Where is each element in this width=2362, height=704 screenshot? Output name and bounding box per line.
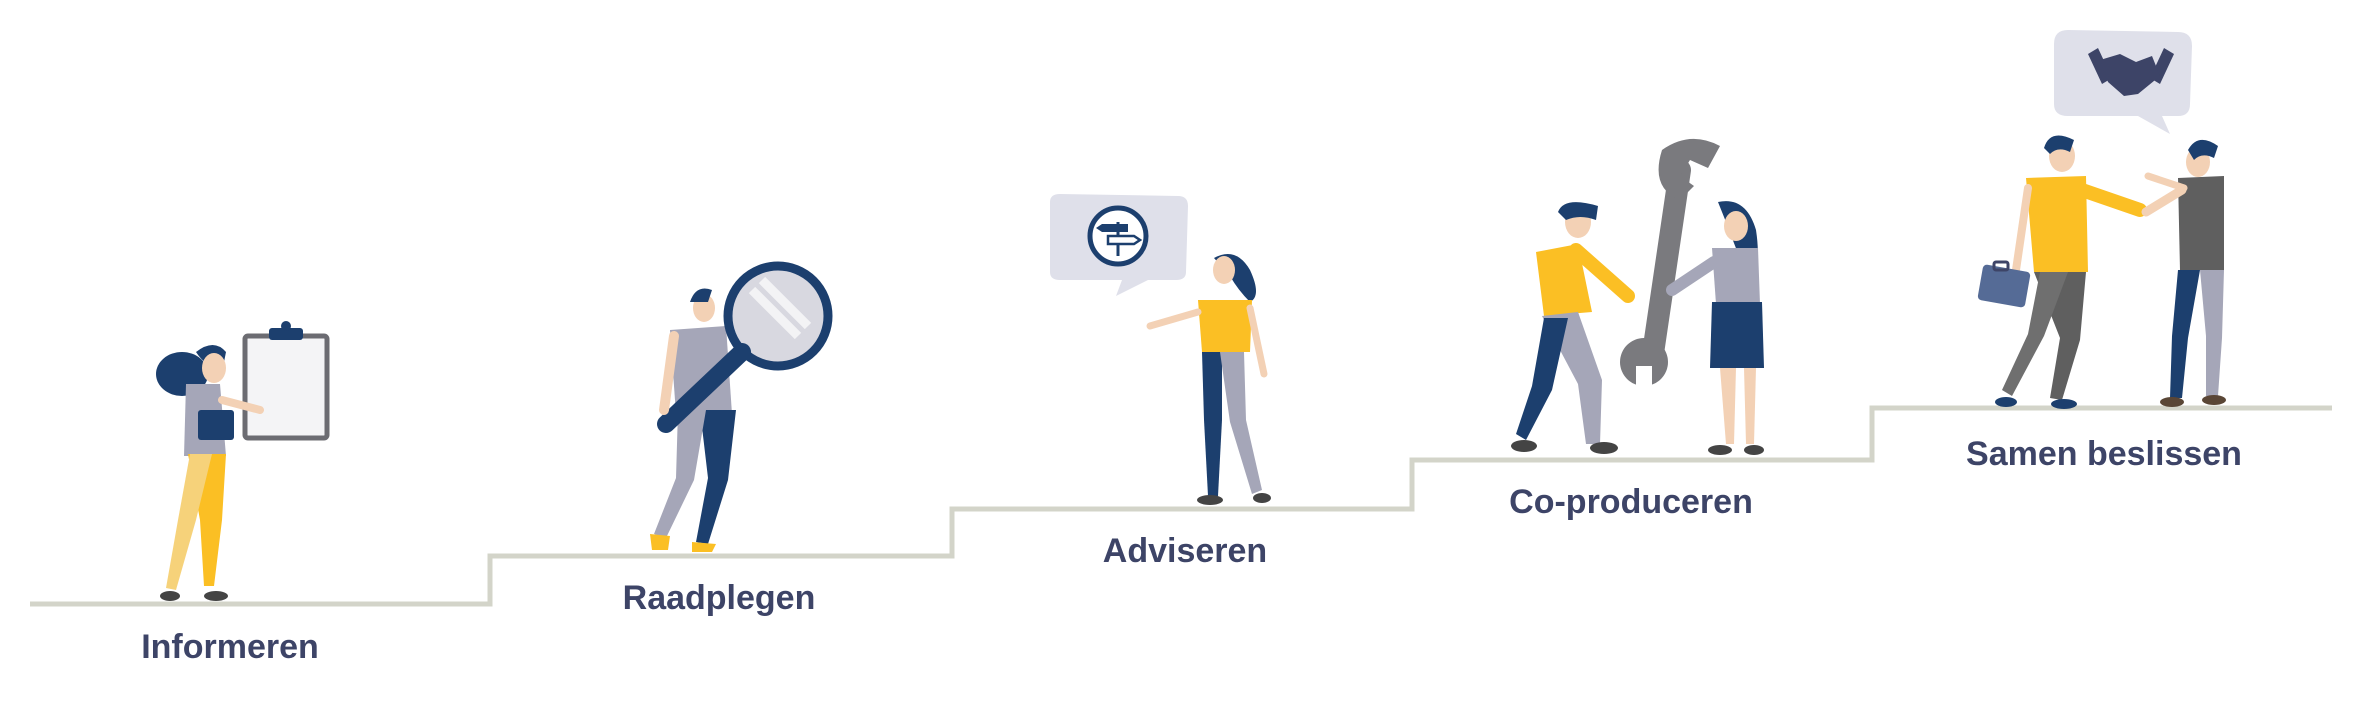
wrench-icon	[1620, 138, 1720, 392]
woman-with-clipboard	[156, 321, 330, 601]
two-people-holding-wrench	[1511, 138, 1764, 455]
staircase-line	[30, 405, 2332, 607]
handshake-icon	[2088, 48, 2174, 96]
woman-with-signpost-bubble	[1050, 194, 1271, 505]
clipboard-icon	[242, 333, 330, 441]
step-label-co-produceren: Co-produceren	[1509, 483, 1753, 521]
step-label-samen-beslissen: Samen beslissen	[1966, 435, 2242, 473]
two-people-shaking-hands	[1977, 30, 2226, 409]
step-label-informeren: Informeren	[141, 628, 319, 666]
man-with-magnifying-glass	[650, 261, 833, 552]
step-label-adviseren: Adviseren	[1102, 532, 1268, 570]
signpost-icon	[1096, 222, 1143, 256]
step-label-raadplegen: Raadplegen	[622, 579, 816, 617]
